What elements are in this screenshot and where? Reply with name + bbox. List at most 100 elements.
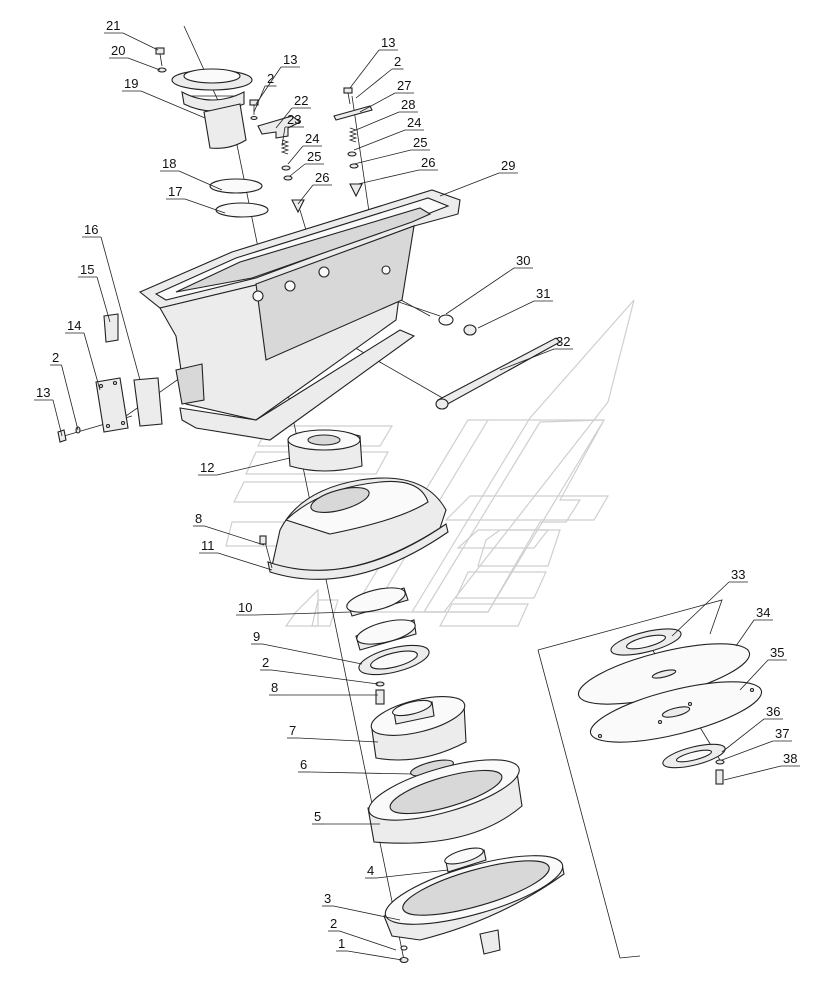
callout-number-36: 36: [766, 704, 780, 719]
callout-number-12: 12: [200, 460, 214, 475]
callout-leader-line: [184, 198, 226, 214]
callout-leader-line: [297, 184, 314, 205]
part-11-bearing-cover: [259, 477, 449, 580]
part-4-seal: [444, 847, 487, 873]
callout-number-2: 2: [330, 916, 337, 931]
callout-number-21: 21: [106, 18, 120, 33]
callout-leader-line: [262, 643, 363, 665]
callout-leader-line: [281, 126, 286, 147]
part-37-38-screw: [715, 759, 725, 785]
callout-leader-line: [178, 170, 223, 191]
callout-leader-line: [127, 57, 161, 71]
callout-leader-line: [298, 737, 379, 743]
parts-30-31-32: [435, 314, 561, 410]
callout-leader-line: [445, 267, 515, 315]
callout-leader-line: [357, 169, 420, 185]
callout-number-23: 23: [287, 112, 301, 127]
callout-leader-line: [96, 276, 111, 323]
callout-leader-line: [735, 619, 755, 647]
callout-number-2: 2: [262, 655, 269, 670]
callout-number-11: 11: [201, 538, 215, 553]
callout-leader-line: [376, 869, 449, 879]
callout-number-24: 24: [305, 131, 319, 146]
callout-leader-line: [339, 930, 397, 951]
side-plates-14-15-16: [57, 313, 163, 443]
callout-number-28: 28: [401, 97, 415, 112]
callout-leader-line: [355, 111, 400, 131]
callout-number-4: 4: [367, 863, 374, 878]
callout-leader-line: [271, 669, 379, 685]
callout-number-25: 25: [413, 135, 427, 150]
callout-leader-line: [204, 525, 265, 546]
callout-number-30: 30: [516, 253, 530, 268]
part-33-ring: [610, 628, 682, 656]
callout-leader-line: [671, 581, 730, 637]
callout-leader-line: [477, 300, 535, 329]
callout-number-33: 33: [731, 567, 745, 582]
callout-number-32: 32: [556, 334, 570, 349]
part-35-plate: [589, 681, 763, 743]
callout-number-3: 3: [324, 891, 331, 906]
callout-number-35: 35: [770, 645, 784, 660]
callout-leader-line: [309, 771, 413, 775]
callout-leader-line: [83, 332, 101, 391]
callout-leader-line: [439, 172, 500, 197]
callout-number-1: 1: [338, 936, 345, 951]
callout-leader-line: [254, 611, 351, 616]
callout-number-2: 2: [267, 71, 274, 86]
callout-number-14: 14: [67, 318, 81, 333]
callout-number-6: 6: [300, 757, 307, 772]
callout-leader-line: [739, 659, 769, 691]
callout-number-9: 9: [253, 629, 260, 644]
callout-leader-line: [723, 765, 782, 781]
callout-number-34: 34: [756, 605, 770, 620]
part-10-bearing: [346, 587, 417, 651]
part-19-20-21-cover-assembly: [155, 47, 253, 149]
callout-number-37: 37: [775, 726, 789, 741]
callout-number-13: 13: [381, 35, 395, 50]
callout-number-17: 17: [168, 184, 182, 199]
callout-number-26: 26: [421, 155, 435, 170]
callout-leader-line: [100, 236, 141, 381]
callout-leader-line: [721, 740, 774, 761]
callout-number-31: 31: [536, 286, 550, 301]
callout-number-18: 18: [162, 156, 176, 171]
callout-number-25: 25: [307, 149, 321, 164]
callout-leader-line: [61, 364, 79, 431]
callout-number-20: 20: [111, 43, 125, 58]
part-9-seal-ring: [358, 644, 430, 676]
callout-leader-line: [122, 32, 159, 51]
part-7-hub: [370, 696, 467, 761]
callout-number-2: 2: [52, 350, 59, 365]
callout-number-16: 16: [84, 222, 98, 237]
valve-parts-22-28: [249, 87, 373, 214]
callout-leader-line: [349, 49, 380, 89]
callout-leader-line: [289, 163, 306, 177]
callout-number-2: 2: [394, 54, 401, 69]
part-29-housing: [138, 189, 461, 441]
callout-number-10: 10: [238, 600, 252, 615]
part-3-base-cover: [383, 855, 565, 964]
callout-number-22: 22: [294, 93, 308, 108]
part-36-ring: [662, 743, 726, 769]
callout-number-5: 5: [314, 809, 321, 824]
callout-leader-line: [52, 399, 63, 437]
callout-leader-line: [333, 905, 401, 921]
callout-leader-line: [140, 90, 206, 119]
callout-leader-line: [355, 68, 393, 99]
callout-number-26: 26: [315, 170, 329, 185]
callout-leader-line: [353, 129, 406, 151]
callout-number-8: 8: [271, 680, 278, 695]
callout-number-13: 13: [36, 385, 50, 400]
callout-leader-line: [275, 107, 293, 129]
callout-number-29: 29: [501, 158, 515, 173]
callout-labels: 1234567829101181213214151617181920211322…: [34, 18, 800, 961]
callout-leader-line: [216, 457, 291, 476]
callout-leader-line: [217, 552, 273, 571]
right-parts-frame: [537, 599, 723, 959]
o-rings-17-18: [209, 178, 269, 218]
callout-number-15: 15: [80, 262, 94, 277]
part-8-bolt-lower: [375, 681, 385, 705]
callout-leader-line: [359, 92, 396, 113]
